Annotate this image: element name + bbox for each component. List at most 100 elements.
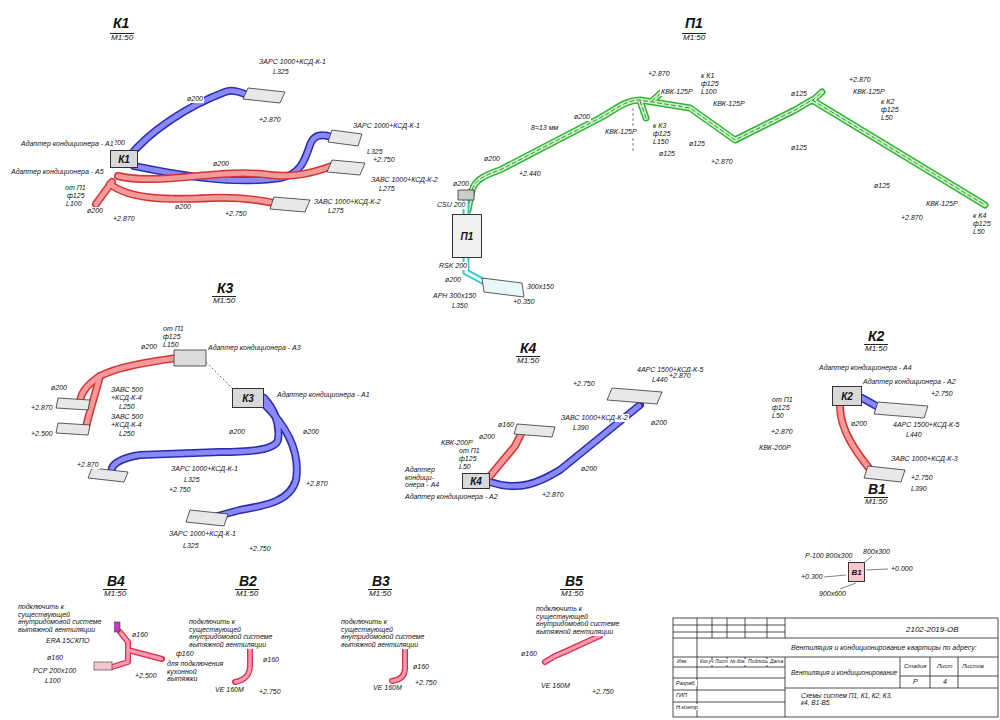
callout-label: подключить к существующей внутридомовой … bbox=[340, 618, 427, 649]
callout-label: ЗАВС 1000+КСД-К-2 bbox=[313, 198, 382, 206]
callout-label: ЗАРС 1000+КСД-К-1 bbox=[352, 122, 421, 130]
callout-label: VE 160М bbox=[372, 684, 403, 692]
callout-label: КВК-125Р bbox=[925, 200, 959, 208]
callout-label: ЗАВС 500 +КСД-К-4 bbox=[110, 413, 154, 428]
view-heading: В4 bbox=[106, 574, 126, 588]
diameter-label: ø200 bbox=[483, 155, 501, 163]
title-block-text: Листов bbox=[961, 663, 985, 670]
callout-label: Адаптер кондиционера - А2 bbox=[404, 493, 499, 501]
elevation-label: +2.750 bbox=[572, 380, 596, 388]
callout-label: от П1 bbox=[162, 325, 185, 333]
callout-label: Адаптер кондиционера - А2 bbox=[862, 378, 957, 386]
drawing-line bbox=[468, 92, 985, 210]
scale-label: М1:50 bbox=[864, 497, 888, 507]
view-heading: В2 bbox=[238, 574, 258, 588]
callout-label: ЗАВС 1000+КСД-К-3 bbox=[890, 455, 959, 463]
unit-box: К1 bbox=[110, 150, 138, 168]
callout-label: КВК-125Р bbox=[660, 88, 694, 96]
callout-label: подключить к существующей внутридомовой … bbox=[535, 605, 622, 636]
elevation-label: +2.870 bbox=[668, 372, 692, 380]
view-heading: В1 bbox=[867, 482, 887, 496]
diameter-label: ø200 bbox=[850, 420, 868, 428]
callout-label: L50 bbox=[880, 114, 894, 122]
scale-label: М1:50 bbox=[516, 356, 540, 366]
diameter-label: ø125 bbox=[790, 144, 808, 152]
title-block-text: 2102-2019-ОВ bbox=[905, 626, 959, 635]
diameter-label: ø200 bbox=[140, 343, 158, 351]
elevation-label: +2.500 bbox=[30, 430, 54, 438]
callout-label: L100 bbox=[65, 200, 83, 208]
elevation-label: +0.350 bbox=[512, 298, 536, 306]
callout-label: 800х300 bbox=[862, 548, 891, 556]
callout-label: L390 bbox=[572, 424, 590, 432]
elevation-label: +2.750 bbox=[930, 390, 954, 398]
callout-label: к К1 bbox=[700, 72, 715, 80]
elevation-label: +2.750 bbox=[168, 486, 192, 494]
drawing-line bbox=[482, 278, 524, 297]
callout-label: L325 bbox=[366, 148, 384, 156]
callout-label: L275 bbox=[378, 185, 396, 193]
elevation-label: +2.750 bbox=[372, 156, 396, 164]
unit-name: К3 bbox=[242, 393, 254, 404]
unit-name: В1 bbox=[851, 568, 861, 577]
callout-label: от П1 bbox=[458, 447, 481, 455]
drawing-line bbox=[697, 618, 785, 717]
elevation-label: +2.870 bbox=[848, 76, 872, 84]
title-block-text: Стадия bbox=[903, 663, 927, 670]
diameter-label: ф125 bbox=[880, 106, 900, 114]
elevation-label: +2.440 bbox=[518, 170, 542, 178]
callout-label: L50 bbox=[458, 463, 472, 471]
diameter-label: ø160 bbox=[412, 663, 430, 671]
callout-label: подключить к существующей внутридомовой … bbox=[188, 618, 275, 649]
title-block-text: Р bbox=[912, 678, 919, 686]
drawing-line bbox=[243, 88, 285, 103]
title-block-text: ГИП bbox=[675, 692, 688, 698]
callout-label: КВК-125Р bbox=[712, 100, 746, 108]
unit-box: К2 bbox=[832, 386, 862, 406]
view-heading: К1 bbox=[112, 16, 130, 30]
callout-label: L325 bbox=[183, 476, 201, 484]
drawing-line bbox=[785, 657, 958, 717]
unit-box: К3 bbox=[232, 388, 264, 408]
diameter-label: ø160 bbox=[520, 650, 538, 658]
callout-label: L250 bbox=[118, 430, 136, 438]
unit-box: К4 bbox=[462, 473, 490, 489]
callout-label: CSU 200 bbox=[436, 201, 466, 209]
callout-label: ЗАВС 500 +КСД-К-4 bbox=[110, 386, 154, 401]
callout-label: КВК-125Р bbox=[852, 88, 886, 96]
drawing-line bbox=[88, 468, 128, 482]
callout-label: L440 bbox=[651, 376, 669, 384]
diameter-label: ø200 bbox=[452, 180, 470, 188]
diameter-label: ø200 bbox=[478, 433, 496, 441]
drawing-line bbox=[607, 388, 662, 404]
diameter-label: ф125 bbox=[66, 192, 86, 200]
grille-box: В1 bbox=[848, 562, 865, 582]
callout-label: КВК-200Р bbox=[758, 444, 792, 452]
callout-label: L150 bbox=[162, 341, 180, 349]
diameter-label: ø160 bbox=[497, 421, 515, 429]
elevation-label: +2.870 bbox=[541, 491, 565, 499]
elevation-label: +2.870 bbox=[710, 158, 734, 166]
drawing-line bbox=[112, 91, 880, 516]
diameter-label: ø160 bbox=[131, 631, 149, 639]
title-block-text: Вентиляция и кондиционирование bbox=[790, 669, 898, 676]
view-heading: В3 bbox=[371, 574, 391, 588]
callout-label: L325 bbox=[272, 68, 290, 76]
drawing-line bbox=[468, 92, 985, 210]
callout-label: ЗАВС 1000+КСД-К-2 bbox=[370, 176, 439, 184]
scale-label: М1:50 bbox=[560, 589, 584, 599]
callout-label: L390 bbox=[910, 485, 928, 493]
drawing-line bbox=[80, 166, 872, 476]
callout-label: Адаптер кондиционера - А3 bbox=[207, 344, 302, 352]
diameter-label: ø200 bbox=[444, 276, 462, 284]
callout-label: L50 bbox=[771, 412, 785, 420]
callout-label: КВК-125Р bbox=[604, 128, 638, 136]
elevation-label: +2.870 bbox=[900, 214, 924, 222]
elevation-label: +2.870 bbox=[305, 480, 329, 488]
diameter-label: ø125 bbox=[688, 140, 706, 148]
drawing-line bbox=[94, 662, 112, 670]
diameter-label: ø200 bbox=[302, 428, 320, 436]
callout-label: подключить к существующей внутридомовой … bbox=[17, 603, 114, 634]
elevation-label: +2.750 bbox=[414, 679, 438, 687]
callout-label: L325 bbox=[182, 542, 200, 550]
